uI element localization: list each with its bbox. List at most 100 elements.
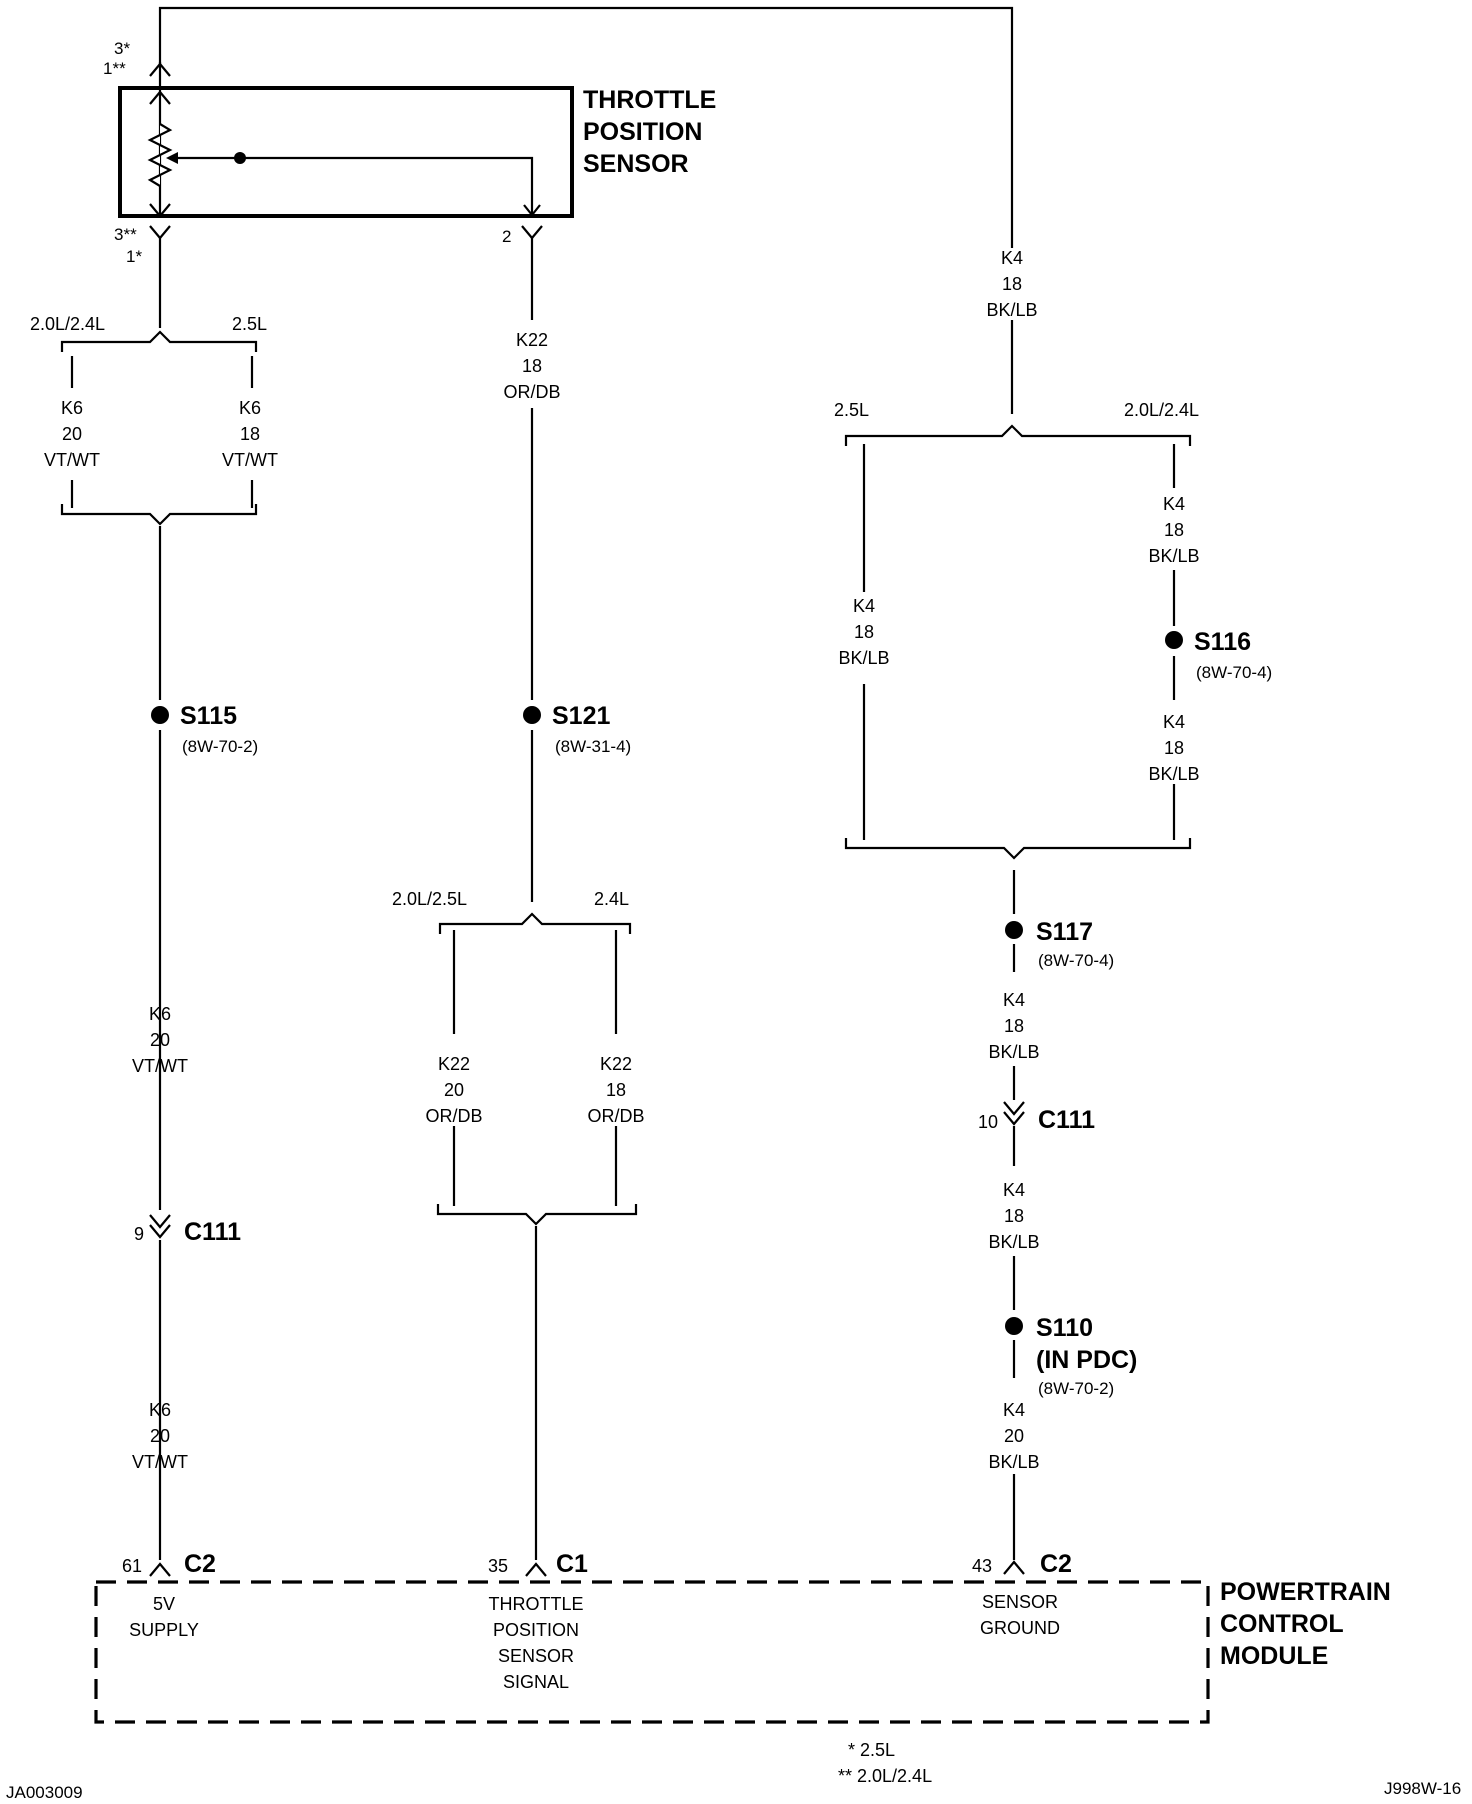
throttle-position-sensor: THROTTLE POSITION SENSOR 3* 1** 3** 1* 2	[103, 39, 716, 266]
wire-label-k4-right-b-3: BK/LB	[1148, 764, 1199, 784]
tps-box	[118, 86, 574, 218]
wire-label-k4-mid-a: K4	[1003, 990, 1025, 1010]
splice-s117-dot	[1005, 921, 1023, 939]
wire-label-k4-right-b-2: 18	[1164, 738, 1184, 758]
wire-label-k4-top-a: K4	[1001, 248, 1023, 268]
variant-right-a: 2.5L	[834, 400, 869, 420]
powertrain-control-module: POWERTRAIN CONTROL MODULE 61 C2 5V SUPPL…	[94, 1550, 1391, 1724]
pcm-pin-43-connector	[1003, 1560, 1025, 1575]
resistor-icon	[147, 123, 173, 187]
wire-label-k6-low-a: K6	[149, 1400, 171, 1420]
wire-label-k6-mid-b: 20	[150, 1030, 170, 1050]
wire-label-k6-18-a: K6	[239, 398, 261, 418]
wire-label-k4-right-a-3: BK/LB	[1148, 546, 1199, 566]
wire-label-k4-low-c: BK/LB	[988, 1232, 1039, 1252]
variant-mid-a: 2.0L/2.5L	[392, 889, 467, 909]
pcm-label-61-b: SUPPLY	[129, 1620, 199, 1640]
tps-arrow-down	[149, 203, 171, 218]
wire-label-k6-mid-c: VT/WT	[132, 1056, 188, 1076]
pcm-pin-43: 43	[972, 1556, 992, 1576]
variant-bracket-bottom-right	[844, 838, 1192, 860]
splice-s116-label: S116	[1194, 628, 1251, 656]
wire-label-k4-left-a: K4	[853, 596, 875, 616]
c111-left-pin: 9	[134, 1224, 144, 1244]
tps-connector-signal	[521, 225, 543, 240]
wire-label-k4-pdc-a: K4	[1003, 1400, 1025, 1420]
splice-s121-dot	[523, 706, 541, 724]
pcm-conn-35: C1	[556, 1550, 588, 1578]
tps-title-line-2: POSITION	[583, 118, 702, 146]
doc-id-left: JA003009	[6, 1783, 83, 1802]
pcm-label-35-a: THROTTLE	[488, 1594, 583, 1614]
pcm-pin-61-connector	[149, 1562, 171, 1577]
variant-right-b: 2.0L/2.4L	[1124, 400, 1199, 420]
pcm-title-line-3: MODULE	[1220, 1642, 1328, 1670]
footnote-star: * 2.5L	[848, 1740, 895, 1760]
wire-label-k22-20-c: OR/DB	[425, 1106, 482, 1126]
wire-label-k4-mid-c: BK/LB	[988, 1042, 1039, 1062]
pcm-title-line-2: CONTROL	[1220, 1610, 1344, 1638]
tps-signal-arrow	[523, 204, 541, 217]
splice-s116-dot	[1165, 631, 1183, 649]
variant-left-a: 2.0L/2.4L	[30, 314, 105, 334]
wire-label-k4-right-a-1: K4	[1163, 494, 1185, 514]
tps-pin-top-a: 3*	[114, 39, 130, 58]
wire-label-k4-pdc-b: 20	[1004, 1426, 1024, 1446]
wire-label-k6-low-b: 20	[150, 1426, 170, 1446]
tps-pin-top-b: 1**	[103, 59, 126, 78]
variant-bracket-top-left	[60, 330, 258, 352]
wire-label-k22-top-c: OR/DB	[503, 382, 560, 402]
pcm-label-35-c: SENSOR	[498, 1646, 574, 1666]
pcm-label-35-d: SIGNAL	[503, 1672, 569, 1692]
wiper-arrow-icon	[166, 152, 178, 164]
wire-label-k6-20-b: 20	[62, 424, 82, 444]
splice-s116-ref: (8W-70-4)	[1196, 663, 1272, 682]
wire-label-k6-18-c: VT/WT	[222, 450, 278, 470]
k6-supply-circuit: 2.0L/2.4L 2.5L K6 20 VT/WT K6 18 VT/WT S…	[30, 238, 278, 1577]
variant-bracket-top-mid	[438, 912, 632, 934]
c111-right-pin: 10	[978, 1112, 998, 1132]
tps-arrow-up	[149, 90, 171, 105]
wire-label-k6-mid-a: K6	[149, 1004, 171, 1024]
connector-c111-right-icon	[1003, 1101, 1025, 1126]
wire-label-k4-left-c: BK/LB	[838, 648, 889, 668]
k22-signal-circuit: K22 18 OR/DB S121 (8W-31-4) 2.0L/2.5L 2.…	[392, 238, 645, 1577]
wire-label-k4-top-b: 18	[1002, 274, 1022, 294]
pcm-label-61-a: 5V	[153, 1594, 175, 1614]
splice-s115-ref: (8W-70-2)	[182, 737, 258, 756]
splice-s110-sub: (IN PDC)	[1036, 1346, 1137, 1374]
variant-left-b: 2.5L	[232, 314, 267, 334]
pcm-box	[94, 1580, 1210, 1724]
splice-s110-dot	[1005, 1317, 1023, 1335]
variant-bracket-bottom-mid	[436, 1204, 638, 1226]
splice-s115-label: S115	[180, 702, 237, 730]
wiper-dot	[234, 152, 246, 164]
tps-title-line-3: SENSOR	[583, 150, 689, 178]
wire-label-k6-18-b: 18	[240, 424, 260, 444]
splice-s121-ref: (8W-31-4)	[555, 737, 631, 756]
wire-label-k4-mid-b: 18	[1004, 1016, 1024, 1036]
pcm-title-line-1: POWERTRAIN	[1220, 1578, 1391, 1606]
tps-title-line-1: THROTTLE	[583, 86, 716, 114]
tps-connector-bottom	[149, 225, 171, 240]
wire-label-k22-20-a: K22	[438, 1054, 470, 1074]
variant-bracket-top-right	[844, 424, 1192, 446]
wire-label-k4-low-a: K4	[1003, 1180, 1025, 1200]
wire-label-k4-top-c: BK/LB	[986, 300, 1037, 320]
splice-s121-label: S121	[552, 702, 610, 730]
c111-right-label: C111	[1038, 1106, 1095, 1134]
pcm-label-43-b: GROUND	[980, 1618, 1060, 1638]
c111-left-label: C111	[184, 1218, 241, 1246]
wire-label-k4-pdc-c: BK/LB	[988, 1452, 1039, 1472]
wire-label-k22-top-a: K22	[516, 330, 548, 350]
tps-pin-signal: 2	[502, 227, 511, 246]
wire-label-k4-right-b-1: K4	[1163, 712, 1185, 732]
splice-s110-label: S110	[1036, 1314, 1093, 1342]
splice-s115-dot	[151, 706, 169, 724]
connector-c111-left-icon	[149, 1214, 171, 1239]
wire-label-k22-20-b: 20	[444, 1080, 464, 1100]
pcm-conn-61: C2	[184, 1550, 216, 1578]
wire-label-k6-20-c: VT/WT	[44, 450, 100, 470]
tps-pin-bot-a: 3**	[114, 225, 137, 244]
